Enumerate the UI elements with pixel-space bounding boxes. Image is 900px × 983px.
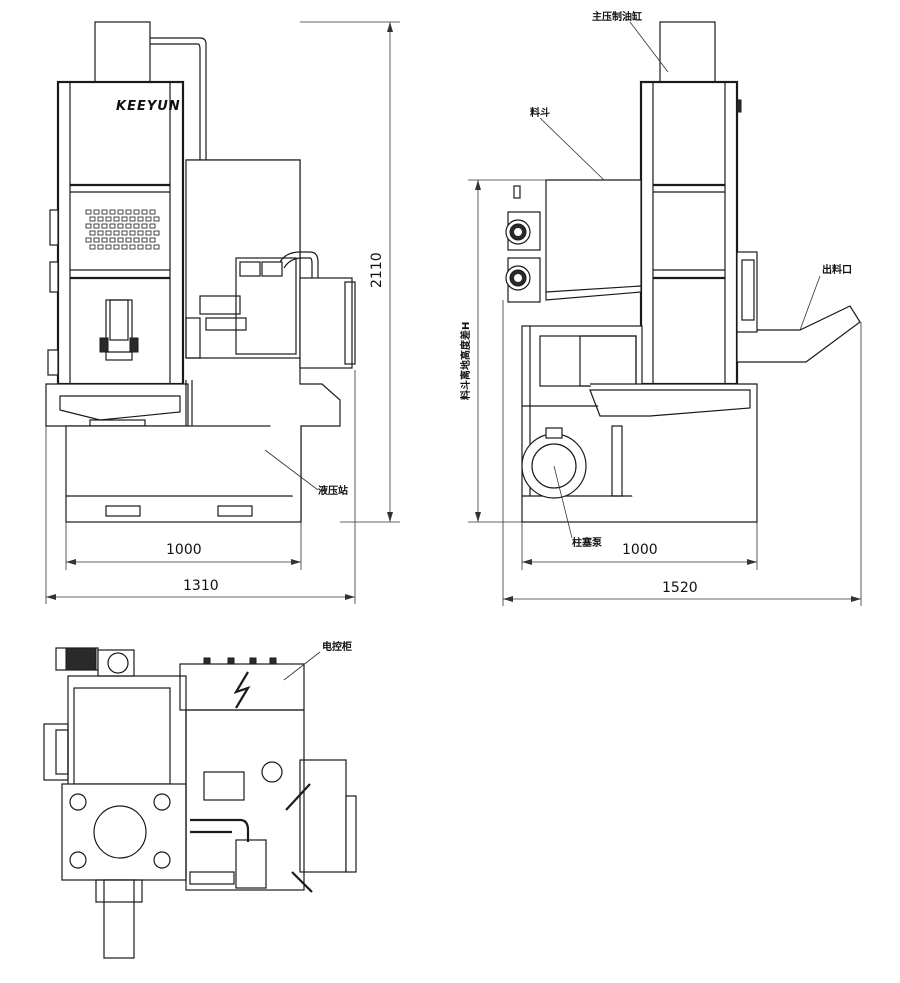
grille-slot bbox=[145, 216, 152, 222]
grille-slot bbox=[153, 244, 160, 250]
grille-slot bbox=[89, 244, 96, 250]
label-hopper: 料斗 bbox=[530, 106, 550, 119]
grille-slot bbox=[93, 237, 100, 243]
grille-slot bbox=[133, 237, 140, 243]
top-view: 电控柜 bbox=[43, 640, 357, 959]
grille-slot bbox=[121, 244, 128, 250]
front-hydraulic-tank bbox=[65, 425, 302, 523]
grille-slot bbox=[129, 230, 136, 236]
grille-slot bbox=[101, 223, 108, 229]
grille-slot bbox=[149, 237, 156, 243]
grille-slot bbox=[141, 209, 148, 215]
grille-slot bbox=[113, 244, 120, 250]
grille-slot bbox=[149, 209, 156, 215]
front-valve-block bbox=[235, 257, 297, 355]
grille-slot bbox=[141, 223, 148, 229]
grille-slot bbox=[153, 216, 160, 222]
top-discharge bbox=[103, 879, 135, 959]
side-hopper bbox=[545, 179, 642, 301]
grille-slot bbox=[137, 216, 144, 222]
label-hydraulic-station: 液压站 bbox=[318, 484, 348, 497]
grille-slot bbox=[105, 230, 112, 236]
top-valve-block bbox=[203, 771, 245, 801]
side-top-cylinder bbox=[659, 21, 716, 83]
grille-slot bbox=[113, 230, 120, 236]
grille-slot bbox=[93, 223, 100, 229]
grille-slot bbox=[117, 237, 124, 243]
front-motor bbox=[299, 277, 353, 369]
front-main-frame bbox=[56, 80, 185, 386]
dim-width-1000-side: 1000 bbox=[622, 542, 658, 558]
grille-slot bbox=[109, 237, 116, 243]
grille-slot bbox=[101, 237, 108, 243]
label-control-cabinet: 电控柜 bbox=[322, 640, 352, 653]
grille-slot bbox=[85, 223, 92, 229]
side-view: 主压制油缸 料斗 出料口 柱塞泵 料斗离地高度差H 1000 1520 bbox=[459, 10, 862, 606]
grille-slot bbox=[105, 244, 112, 250]
grille-slot bbox=[133, 209, 140, 215]
top-control-cabinet bbox=[179, 663, 305, 711]
grille-slot bbox=[85, 209, 92, 215]
label-hopper-height: 料斗离地高度差H bbox=[459, 322, 472, 400]
top-motor-gearbox bbox=[55, 647, 135, 677]
side-motor-upper bbox=[505, 185, 541, 251]
grille-slot bbox=[97, 230, 104, 236]
grille-slot bbox=[121, 216, 128, 222]
grille-slot bbox=[93, 209, 100, 215]
grille-slot bbox=[129, 216, 136, 222]
dim-width-1000-front: 1000 bbox=[166, 542, 202, 558]
grille-slot bbox=[89, 216, 96, 222]
grille-slot bbox=[145, 230, 152, 236]
brand-logo: KEEYUN bbox=[116, 99, 181, 114]
grille-slot bbox=[97, 244, 104, 250]
grille-slot bbox=[117, 223, 124, 229]
grille-slot bbox=[137, 244, 144, 250]
grille-slot bbox=[109, 223, 116, 229]
grille-slot bbox=[125, 237, 132, 243]
grille-slot bbox=[89, 230, 96, 236]
grille-slot bbox=[153, 230, 160, 236]
grille-slot bbox=[145, 244, 152, 250]
grille-slot bbox=[125, 223, 132, 229]
grille-slot bbox=[137, 230, 144, 236]
grille-slot bbox=[97, 216, 104, 222]
front-top-cylinder bbox=[94, 21, 151, 83]
grille-slot bbox=[125, 209, 132, 215]
grille-slot bbox=[121, 230, 128, 236]
dim-width-1310: 1310 bbox=[183, 578, 219, 594]
front-top-pipe bbox=[150, 37, 207, 262]
label-plunger-pump: 柱塞泵 bbox=[572, 536, 603, 549]
grille-slot bbox=[117, 209, 124, 215]
grille-slot bbox=[101, 209, 108, 215]
label-main-cylinder: 主压制油缸 bbox=[592, 10, 642, 23]
side-main-frame bbox=[639, 80, 739, 386]
label-outlet: 出料口 bbox=[822, 263, 852, 276]
front-view: KEEYUN bbox=[45, 21, 400, 604]
top-press-bore bbox=[93, 805, 147, 859]
grille-slot bbox=[85, 237, 92, 243]
dim-height-2110: 2110 bbox=[369, 252, 385, 288]
grille-slot bbox=[105, 216, 112, 222]
dim-width-1520: 1520 bbox=[662, 580, 698, 596]
top-hydraulic-unit bbox=[185, 709, 305, 891]
grille-slot bbox=[133, 223, 140, 229]
lightning-icon bbox=[233, 671, 251, 709]
side-motor-lower bbox=[505, 257, 541, 303]
grille-slot bbox=[113, 216, 120, 222]
grille-slot bbox=[149, 223, 156, 229]
grille-slot bbox=[109, 209, 116, 215]
grille-slot bbox=[141, 237, 148, 243]
vent-grille bbox=[85, 209, 160, 250]
grille-slot bbox=[129, 244, 136, 250]
